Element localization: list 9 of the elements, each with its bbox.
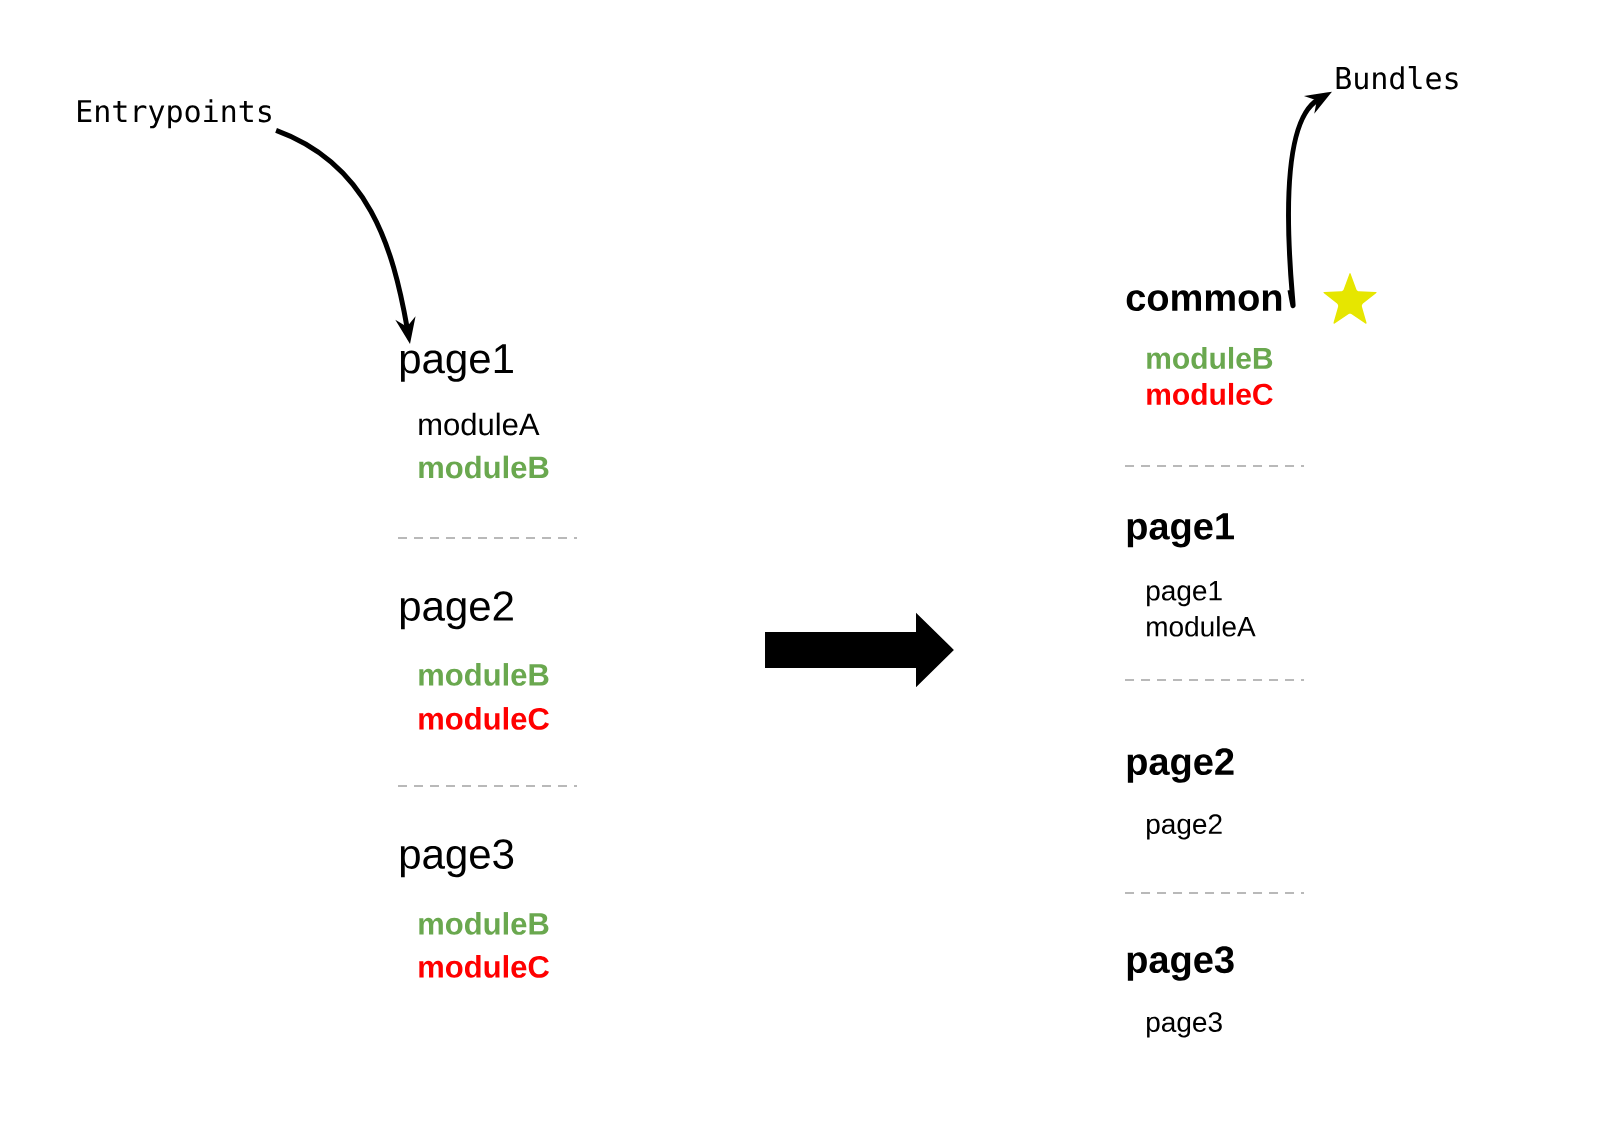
bundle-group: page2 page2 <box>1127 748 1234 840</box>
bundle-group: page1 page1 moduleA <box>1127 513 1256 637</box>
bundle-group: common moduleB moduleC <box>1126 290 1282 405</box>
entrypoint-group: page2 moduleB moduleC <box>400 591 549 730</box>
bundle-group: page3 page3 <box>1127 946 1234 1038</box>
entrypoint-group: page3 moduleB moduleC <box>400 839 549 978</box>
heading-label: Bundles <box>1336 66 1458 90</box>
entrypoint-group: page1 moduleA moduleB <box>400 344 549 479</box>
heading-label: Entrypoints <box>78 99 271 129</box>
